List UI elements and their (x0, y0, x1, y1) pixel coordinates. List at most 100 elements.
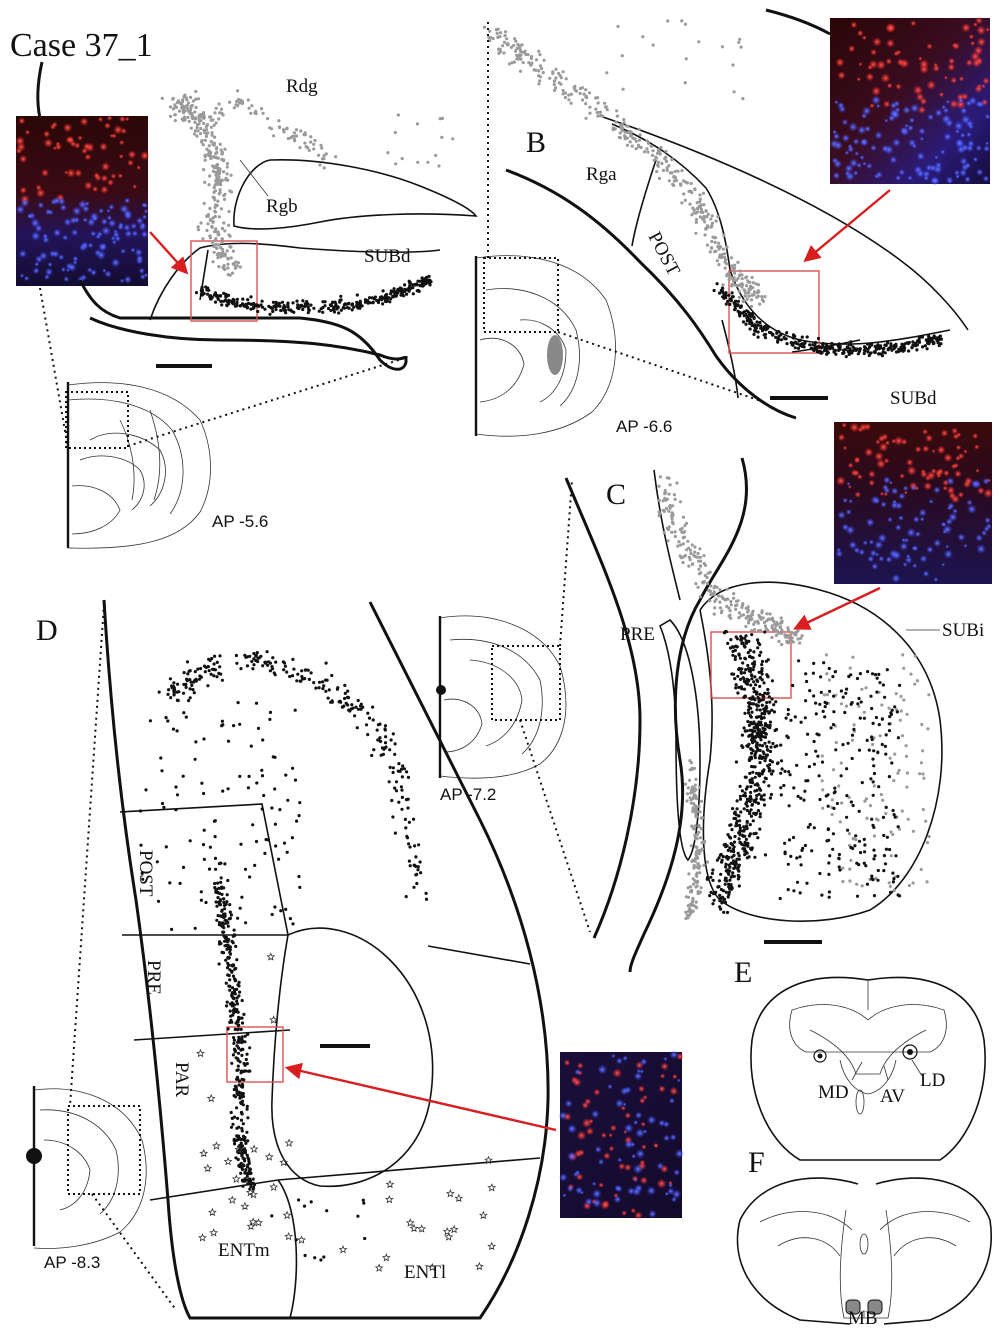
unlabeled-cell (739, 274, 742, 277)
labeled-cell (888, 729, 891, 732)
labeled-cell (732, 673, 735, 676)
unlabeled-cell (501, 44, 504, 47)
blue-cell (68, 263, 77, 272)
unlabeled-cell (888, 707, 891, 710)
labeled-cell (221, 931, 224, 934)
labeled-cell (856, 895, 859, 898)
star-cell (386, 1196, 393, 1203)
labeled-cell (716, 885, 719, 888)
labeled-cell (278, 808, 281, 811)
unlabeled-cell (298, 146, 301, 149)
labeled-cell (261, 664, 264, 667)
labeled-cell (392, 766, 395, 769)
unlabeled-cell (765, 619, 768, 622)
blue-cell (853, 138, 860, 145)
unlabeled-cell (777, 640, 780, 643)
unlabeled-cell (212, 196, 215, 199)
unlabeled-cell (689, 885, 692, 888)
unlabeled-cell (668, 179, 671, 182)
labeled-cell (800, 849, 803, 852)
unlabeled-cell (562, 89, 565, 92)
labeled-cell (174, 785, 177, 788)
unlabeled-cell (313, 139, 316, 142)
unlabeled-cell (851, 656, 854, 659)
labeled-cell (221, 915, 224, 918)
unlabeled-cell (575, 90, 578, 93)
labeled-cell (240, 1127, 243, 1130)
labeled-cell (932, 342, 935, 345)
labeled-cell (394, 742, 397, 745)
labeled-cell (174, 808, 177, 811)
labeled-cell (242, 1164, 245, 1167)
labeled-cell (325, 1209, 328, 1212)
unlabeled-cell (527, 61, 530, 64)
labeled-cell (228, 978, 231, 981)
blue-cell (884, 118, 888, 122)
blue-cell (976, 544, 986, 554)
labeled-cell (215, 900, 218, 903)
unlabeled-cell (203, 181, 206, 184)
unlabeled-cell (740, 46, 743, 49)
blue-cell (73, 217, 80, 224)
unlabeled-cell (865, 797, 868, 800)
unlabeled-cell (741, 283, 744, 286)
unlabeled-cell (309, 135, 312, 138)
unlabeled-cell (775, 634, 778, 637)
labeled-cell (761, 727, 764, 730)
labeled-cell (238, 775, 241, 778)
labeled-cell (212, 674, 215, 677)
labeled-cell (255, 303, 258, 306)
unlabeled-cell (679, 182, 682, 185)
unlabeled-cell (255, 112, 258, 115)
labeled-cell (814, 750, 817, 753)
unlabeled-cell (323, 166, 326, 169)
labeled-cell (758, 735, 761, 738)
blue-cell (111, 258, 121, 268)
blue-cell (567, 1185, 574, 1192)
labeled-cell (736, 645, 739, 648)
red-cell (119, 140, 124, 145)
labeled-cell (759, 721, 762, 724)
labeled-cell (307, 311, 310, 314)
unlabeled-cell (681, 561, 684, 564)
labeled-cell (827, 828, 830, 831)
blue-cell (926, 546, 933, 553)
labeled-cell (307, 669, 310, 672)
unlabeled-cell (169, 105, 172, 108)
labeled-cell (748, 701, 751, 704)
labeled-cell (200, 899, 203, 902)
labeled-cell (405, 835, 408, 838)
labeled-cell (246, 1105, 249, 1108)
unlabeled-cell (753, 628, 756, 631)
labeled-cell (261, 738, 264, 741)
labeled-cell (241, 1048, 244, 1051)
unlabeled-cell (215, 247, 218, 250)
labeled-cell (937, 341, 940, 344)
unlabeled-cell (755, 282, 758, 285)
unlabeled-cell (821, 779, 824, 782)
red-cell (100, 186, 108, 194)
red-cell (589, 1119, 594, 1124)
blue-cell (874, 131, 882, 139)
labeled-cell (795, 764, 798, 767)
labeled-cell (353, 714, 356, 717)
labeled-cell (336, 686, 339, 689)
labeled-cell (230, 1062, 233, 1065)
labeled-cell (209, 297, 212, 300)
labeled-cell (819, 675, 822, 678)
red-cell (669, 1087, 678, 1096)
red-cell (944, 76, 948, 80)
labeled-cell (256, 651, 259, 654)
labeled-cell (841, 743, 844, 746)
red-cell (952, 42, 960, 50)
unlabeled-cell (518, 44, 521, 47)
unlabeled-cell (226, 165, 229, 168)
labeled-cell (346, 306, 349, 309)
blue-cell (846, 482, 850, 486)
labeled-cell (239, 843, 242, 846)
star-cell (455, 1195, 462, 1202)
blue-cell (915, 531, 922, 538)
labeled-cell (283, 661, 286, 664)
unlabeled-cell (707, 213, 710, 216)
labeled-cell (238, 723, 241, 726)
